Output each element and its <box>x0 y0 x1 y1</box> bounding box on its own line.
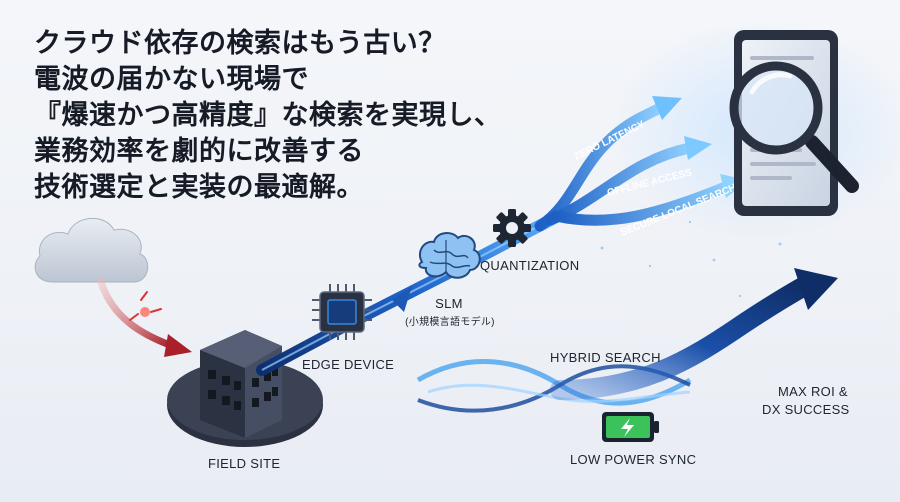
battery-icon <box>602 412 659 442</box>
label-field-site: FIELD SITE <box>208 456 281 471</box>
label-low-power-sync: LOW POWER SYNC <box>570 452 697 467</box>
chip-icon <box>312 284 372 340</box>
building-icon <box>167 330 323 447</box>
label-max-roi-line-1: MAX ROI & <box>778 384 848 399</box>
roi-arrow <box>550 268 838 400</box>
label-max-roi-line-2: DX SUCCESS <box>762 402 850 417</box>
cloud-icon <box>34 217 149 283</box>
brain-icon <box>418 232 481 279</box>
headline-line-2: 電波の届かない現場で <box>34 64 309 95</box>
headline-line-4: 業務効率を劇的に改善する <box>34 136 364 167</box>
headline-line-3: 『爆速かつ高精度』な検索を実現し、 <box>34 100 502 131</box>
label-slm: SLM <box>435 296 463 311</box>
headline-line-1: クラウド依存の検索はもう古い？ <box>34 28 446 59</box>
headline-line-5: 技術選定と実装の最適解。 <box>34 172 364 203</box>
gear-icon <box>493 209 531 247</box>
headline: クラウド依存の検索はもう古い？ 電波の届かない現場で 『爆速かつ高精度』な検索を… <box>34 26 504 206</box>
label-slm-sub: (小規模言語モデル) <box>405 317 495 328</box>
label-edge-device: EDGE DEVICE <box>302 357 395 372</box>
label-quantization: QUANTIZATION <box>480 258 580 273</box>
branch-offline-access <box>544 136 712 226</box>
label-hybrid-search: HYBRID SEARCH <box>550 350 661 365</box>
magnifier-icon <box>729 61 859 193</box>
broken-link-icon <box>96 276 192 357</box>
